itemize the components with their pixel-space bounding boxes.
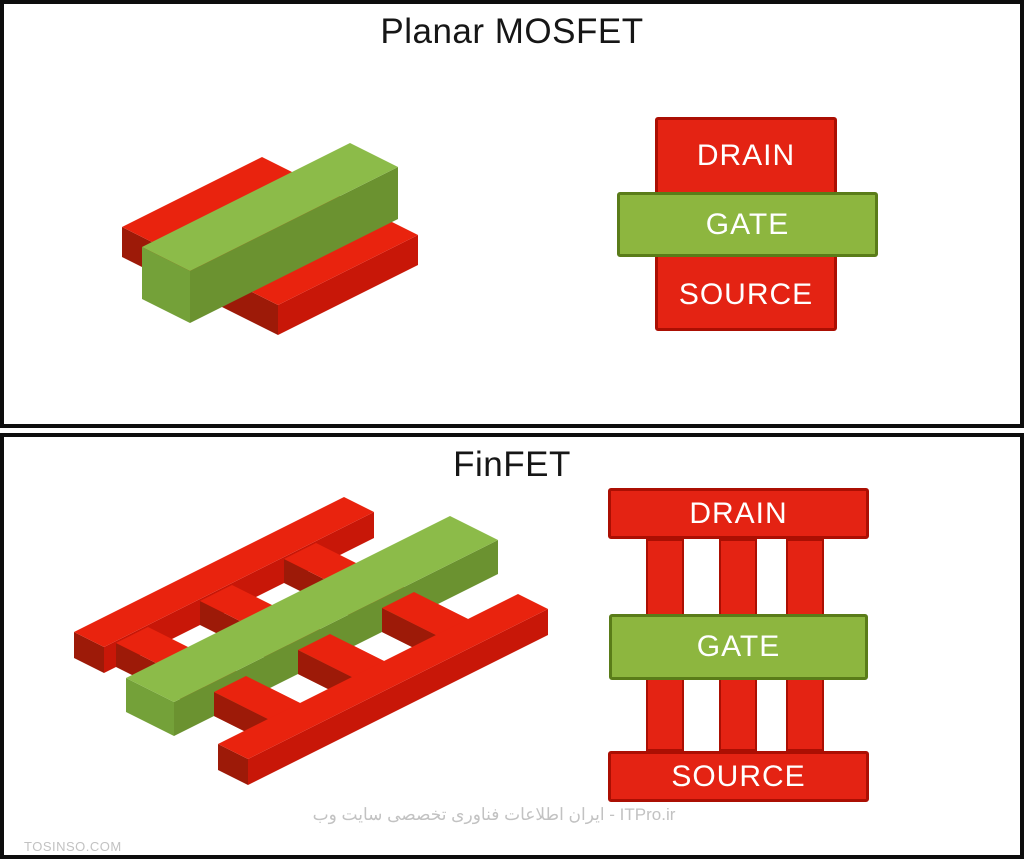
watermark-itpro-credit: ایران اطلاعات فناوری تخصصی سایت وب - ITP…	[312, 805, 676, 824]
finfet-source-rail-end-face	[218, 744, 248, 785]
finfet-drain-rail-top-face	[74, 497, 374, 647]
finfet-fin-front-1-front-face	[270, 704, 302, 744]
finfet-gate-front-face	[174, 540, 498, 736]
panel-finfet: FinFET DRAIN GATE SOURCE ایران اطلاعات ف…	[0, 433, 1024, 859]
finfet-schematic-source-bar: SOURCE	[608, 751, 869, 802]
finfet-fin-3-front-face	[438, 620, 470, 660]
finfet-fin-2-front-face	[354, 662, 386, 702]
panel-planar-mosfet: Planar MOSFET GATE DRAIN SOURCE	[0, 0, 1024, 428]
watermark-tosinso: TOSINSO.COM	[24, 839, 122, 854]
planar-source-zone: SOURCE	[655, 259, 837, 331]
planar-drain-zone: DRAIN	[655, 120, 837, 192]
finfet-schematic-drain-bar: DRAIN	[608, 488, 869, 539]
finfet-fin-front-2-end-face	[298, 650, 354, 702]
planar-schematic-gate-bar: GATE	[617, 192, 878, 257]
finfet-source-rail-front-face	[248, 609, 548, 785]
finfet-gate-end-face	[126, 678, 174, 736]
planar-mosfet-title: Planar MOSFET	[380, 12, 644, 51]
finfet-fin-front-2-top-face	[298, 634, 386, 678]
planar-drain-label: DRAIN	[696, 139, 796, 172]
planar-source-label: SOURCE	[678, 278, 814, 311]
finfet-fin-2-end-face	[200, 601, 354, 702]
finfet-fin-1-front-face	[270, 704, 302, 744]
finfet-title: FinFET	[453, 445, 571, 484]
finfet-fin-front-3-front-face	[438, 620, 470, 660]
finfet-fin-1-end-face	[116, 643, 270, 744]
finfet-gate-label: GATE	[696, 630, 781, 663]
planar-gate-top-face	[142, 143, 398, 271]
planar-substrate-top-face	[122, 157, 418, 305]
finfet-fin-front-2-front-face	[354, 662, 386, 702]
planar-gate-front-face	[190, 167, 398, 323]
finfet-fin-front-1-top-face	[214, 676, 302, 720]
finfet-drain-rail-end-face	[74, 632, 104, 673]
planar-substrate-end-face	[122, 227, 278, 335]
finfet-fin-3-top-face	[284, 543, 470, 636]
finfet-fin-1-top-face	[116, 627, 302, 720]
finfet-fin-2-top-face	[200, 585, 386, 678]
finfet-3d-illustration	[74, 497, 548, 785]
planar-gate-label: GATE	[705, 207, 790, 241]
finfet-fin-front-3-end-face	[382, 608, 438, 660]
planar-substrate-front-face	[278, 235, 418, 335]
finfet-fin-front-3-top-face	[382, 592, 470, 636]
finfet-drain-rail-front-face	[104, 512, 374, 673]
finfet-gate-top-face	[126, 516, 498, 702]
finfet-fin-front-1-end-face	[214, 692, 270, 744]
finfet-fin-3-end-face	[284, 559, 438, 660]
finfet-schematic-gate-bar: GATE	[609, 614, 868, 680]
finfet-drain-label: DRAIN	[689, 496, 788, 530]
planar-gate-end-face	[142, 247, 190, 323]
finfet-source-label: SOURCE	[671, 759, 806, 793]
finfet-source-rail-top-face	[218, 594, 548, 759]
